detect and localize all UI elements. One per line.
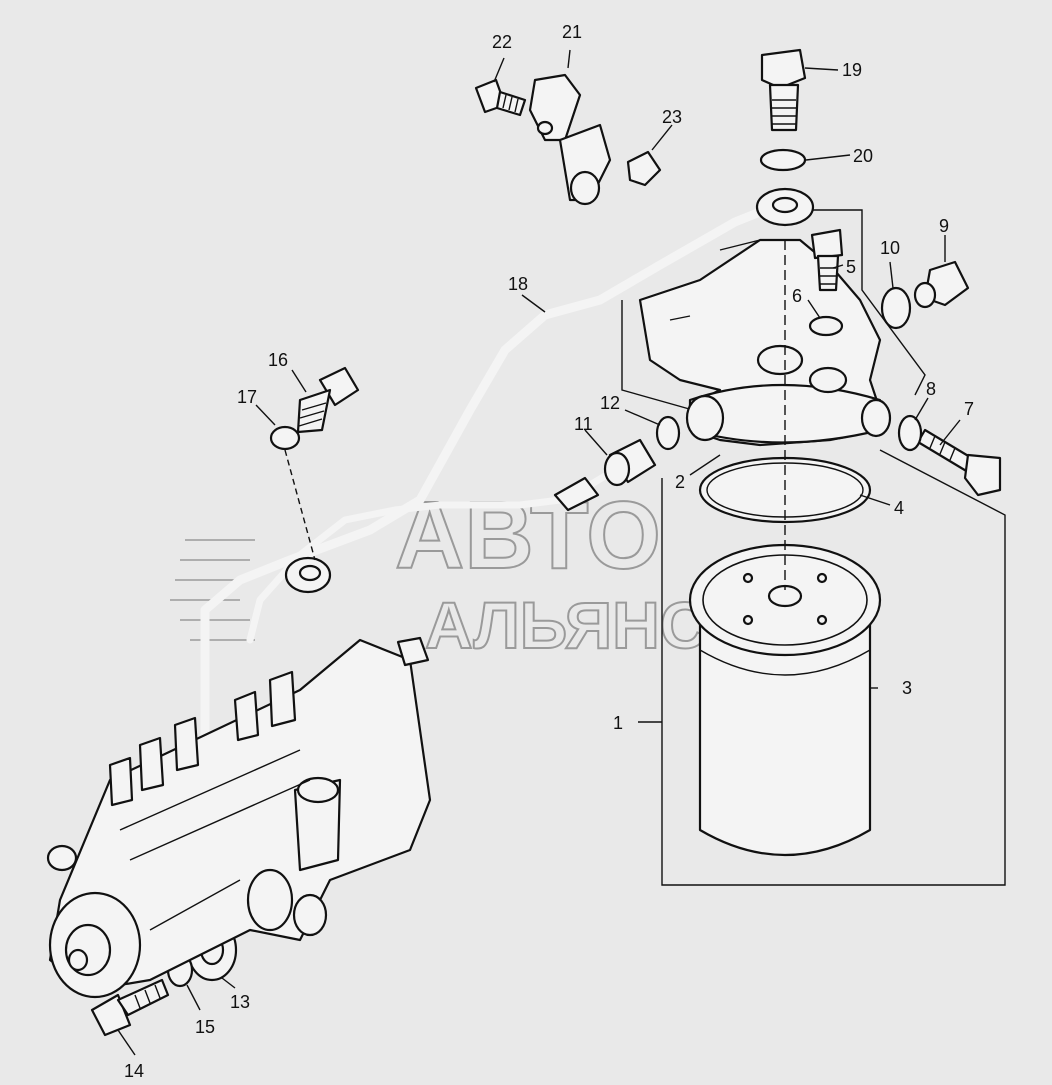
pipe-clip <box>528 73 612 206</box>
callout-18: 18 <box>508 274 528 294</box>
clip-nut <box>626 150 662 187</box>
callout-8: 8 <box>926 379 936 399</box>
bolt-head-mount <box>810 228 844 292</box>
filter-assembly-bracket <box>621 209 1006 886</box>
washer-top <box>759 148 807 172</box>
callout-3: 3 <box>902 678 912 698</box>
callout-12: 12 <box>600 393 620 413</box>
callout-11: 11 <box>574 414 593 434</box>
callout-15: 15 <box>195 1017 215 1037</box>
fuel-line <box>200 207 765 915</box>
banjo-bolt-bottom <box>90 978 170 1037</box>
washer-side <box>897 414 923 452</box>
connector-nipple <box>603 438 657 487</box>
injection-pump <box>46 636 432 999</box>
callout-17: 17 <box>237 387 257 407</box>
washer-pump <box>269 425 301 451</box>
callout-20: 20 <box>853 146 873 166</box>
callout-4: 4 <box>894 498 904 518</box>
washer-plug <box>880 286 912 330</box>
hose-clamp <box>553 476 600 512</box>
callout-22: 22 <box>492 32 512 52</box>
callout-19: 19 <box>842 60 862 80</box>
callout-6: 6 <box>792 286 802 306</box>
callout-9: 9 <box>939 216 949 236</box>
banjo-fitting-top-hole <box>771 196 799 214</box>
banjo-bolt-top <box>760 48 807 132</box>
leader-lines <box>117 49 961 1056</box>
bolt-side <box>916 428 1002 497</box>
callout-2: 2 <box>675 472 685 492</box>
washer-nipple <box>655 415 681 451</box>
banjo-bolt-pump <box>296 366 360 434</box>
callout-16: 16 <box>268 350 288 370</box>
banjo-fitting-pump-hole <box>298 564 322 582</box>
clip-bolt <box>474 78 527 117</box>
callout-10: 10 <box>880 238 900 258</box>
callout-13: 13 <box>230 992 250 1012</box>
callout-1: 1 <box>613 713 623 733</box>
watermark-line2: АЛЬЯНС <box>425 588 707 662</box>
filter-cartridge <box>688 543 882 857</box>
callout-21: 21 <box>562 22 582 42</box>
callout-23: 23 <box>662 107 682 127</box>
watermark: АВТО АЛЬЯНС <box>170 481 708 663</box>
washer-mount <box>808 315 844 337</box>
drain-plug <box>913 260 970 309</box>
watermark-line1: АВТО <box>395 482 661 589</box>
callout-7: 7 <box>964 399 974 419</box>
callout-numbers: 1 2 3 4 5 6 7 8 9 10 11 12 13 14 15 16 1… <box>124 22 974 1081</box>
callout-5: 5 <box>846 257 856 277</box>
callout-14: 14 <box>124 1061 144 1081</box>
